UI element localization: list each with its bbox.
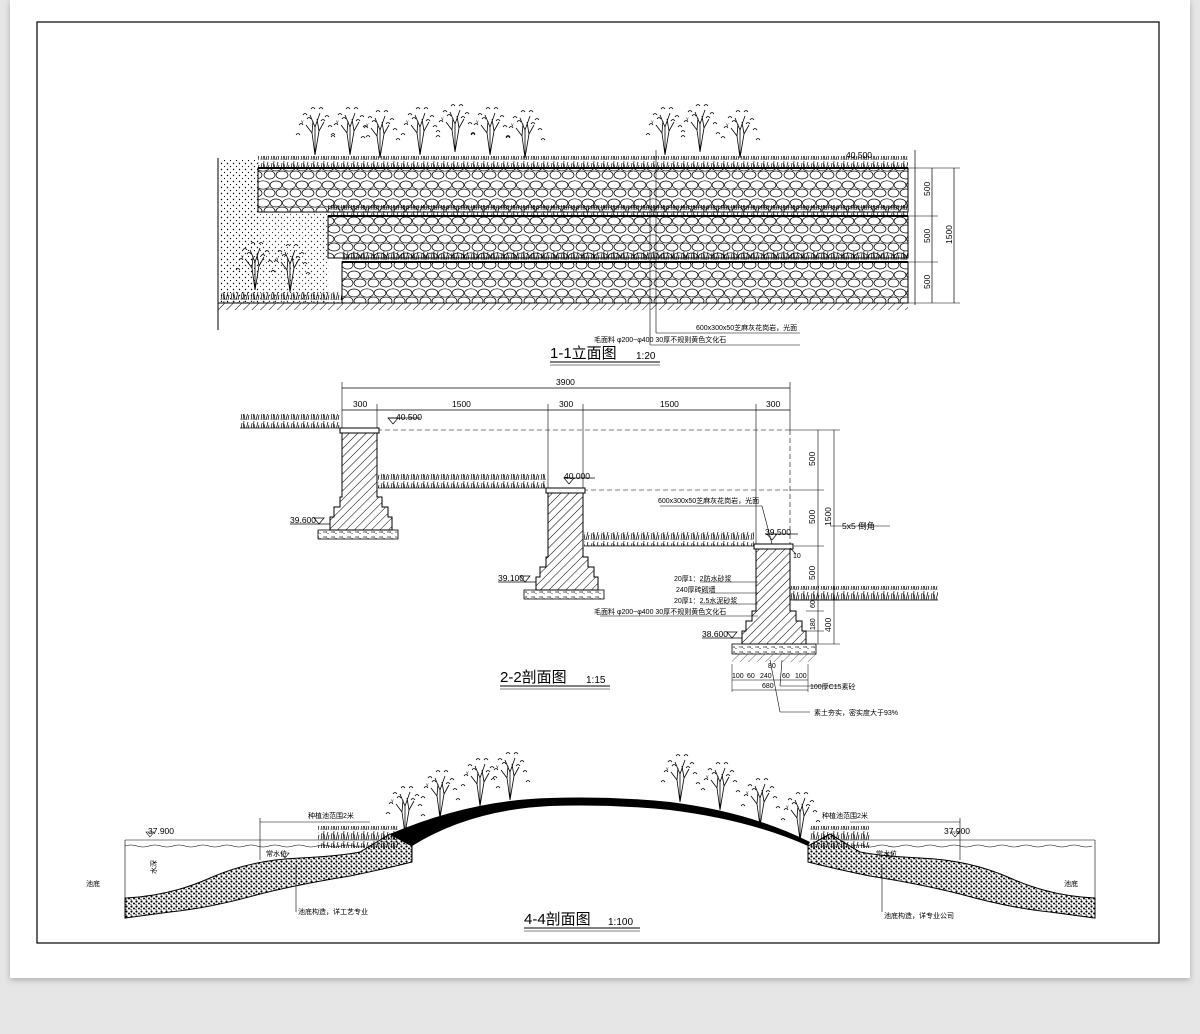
dim-right-500-a: 500 [807, 452, 817, 466]
dim-240: 240 [760, 673, 772, 680]
elev-39-500: 39.500 [765, 527, 791, 537]
dim-500-c: 500 [922, 275, 932, 289]
note-granite-2: 600x300x50芝麻灰花岗岩，光面 [658, 496, 759, 505]
section-2-2: 3900 300 1500 300 1500 300 [240, 377, 938, 717]
note-bed-construction-right: 池底构造，详专业公司 [884, 911, 954, 920]
note-waterproof-mortar: 20厚1：2防水砂浆 [674, 574, 732, 583]
dim-right-1500: 1500 [823, 507, 833, 526]
note-cement-mortar: 20厚1：2.5水泥砂浆 [674, 596, 737, 605]
dim-right-500-b: 500 [807, 510, 817, 524]
label-water-level-right: 常水位 [876, 849, 897, 858]
dim-500-a: 500 [922, 182, 932, 196]
dim-right-400: 400 [823, 618, 833, 632]
title-1-1: 1-1立面图 [550, 345, 617, 362]
mound-surface [390, 797, 810, 846]
note-brick-wall: 240厚砖砌墙 [676, 585, 716, 594]
label-planting-range-right: 种植池范围2米 [822, 811, 868, 820]
label-pool-bottom-left: 池底 [86, 879, 100, 888]
dim-500-b: 500 [922, 229, 932, 243]
dim-60-a: 60 [747, 673, 755, 680]
wall-tier-bottom [341, 261, 909, 304]
label-planting-range-left: 种植池范围2米 [308, 811, 354, 820]
dim-680: 680 [762, 683, 774, 690]
note-compacted-soil: 素土夯实，密实度大于93% [814, 708, 898, 717]
note-10: 10 [793, 553, 801, 560]
note-chamfer: 5x5 倒角 [842, 521, 875, 531]
elevation-1-1: 600x300x50芝麻灰花岗岩，光面 毛面料 φ200~φ400 30厚不规则… [217, 104, 960, 366]
dim-right-180: 180 [810, 618, 817, 630]
elev-37-900-right: 37.900 [944, 826, 970, 836]
elev-40-500: 40.500 [396, 412, 422, 422]
dim-80: 80 [768, 663, 776, 670]
dim-1500-b: 1500 [660, 399, 679, 409]
elev-37-900-left: 37.900 [148, 826, 174, 836]
dim-right-60: 60 [810, 600, 817, 608]
soil-fill [219, 160, 259, 302]
drawing-sheet: ᵧ [10, 0, 1190, 978]
dim-100-a: 100 [732, 673, 744, 680]
dim-1500-a: 1500 [452, 399, 471, 409]
dim-100-b: 100 [795, 673, 807, 680]
dim-300-c: 300 [766, 399, 780, 409]
title-4-4: 4-4剖面图 [524, 911, 591, 928]
elev-39-600: 39.600 [290, 515, 316, 525]
note-culture-stone: 毛面料 φ200~φ400 30厚不规则黄色文化石 [594, 335, 726, 344]
scale-2-2: 1:15 [586, 675, 606, 686]
dim-right-500-c: 500 [807, 566, 817, 580]
label-pool-bottom-right: 池底 [1064, 879, 1078, 888]
scale-1-1: 1:20 [636, 351, 656, 362]
dim-3900: 3900 [556, 377, 575, 387]
drawing-frame [36, 21, 1160, 944]
dim-300-a: 300 [353, 399, 367, 409]
note-culture-stone-2: 毛面料 φ200~φ400 30厚不规则黄色文化石 [594, 607, 726, 616]
dim-300-b: 300 [559, 399, 573, 409]
note-granite: 600x300x50芝麻灰花岗岩，光面 [696, 323, 797, 332]
label-water-level-left: 常水位 [266, 849, 287, 858]
label-water-depth: 水深 [149, 860, 158, 874]
ground-hatch [218, 303, 908, 310]
title-2-2: 2-2剖面图 [500, 669, 567, 686]
note-bed-construction-left: 池底构造，详工艺专业 [298, 907, 368, 916]
dim-1500: 1500 [944, 225, 954, 244]
elev-38-600: 38.600 [702, 629, 728, 639]
dim-60-b: 60 [782, 673, 790, 680]
scale-4-4: 1:100 [608, 917, 633, 928]
wall-tier-top [257, 167, 909, 213]
elev-39-100: 39.100 [498, 573, 524, 583]
cad-drawing: ᵧ [36, 21, 1160, 944]
elev-40-000: 40.000 [564, 471, 590, 481]
section-4-4: 37.900 37.900 池底 池底 常水位 常水位 种植池范围2米 种植池范… [86, 752, 1096, 932]
note-concrete: 100厚C15素砼 [810, 682, 856, 691]
elevation-label: 40.500 [846, 150, 872, 160]
